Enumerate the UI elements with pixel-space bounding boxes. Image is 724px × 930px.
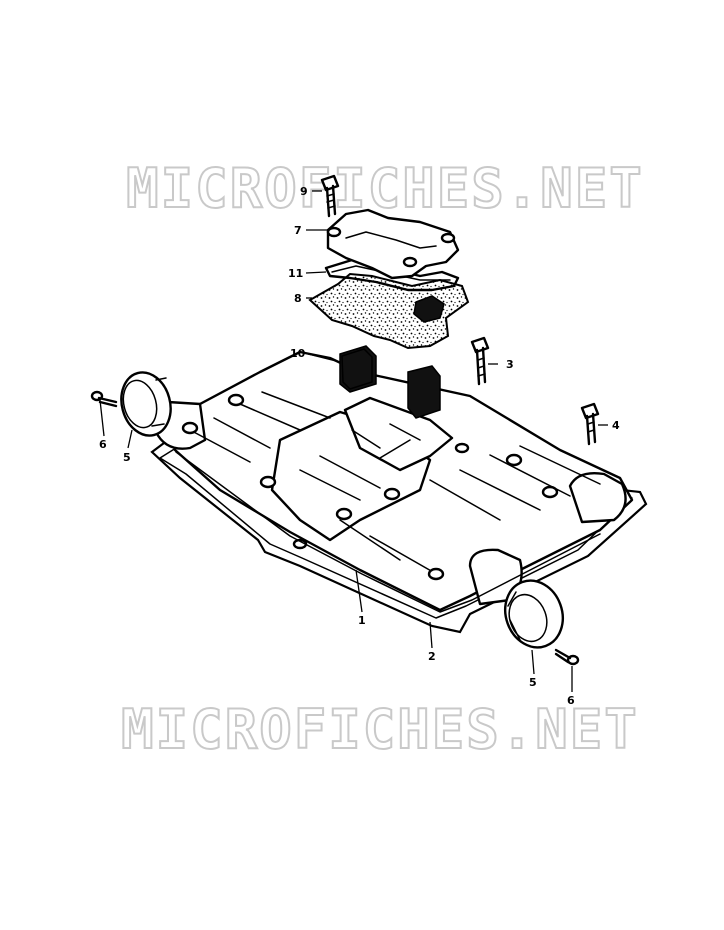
callout-labels: 9 7 11 8 10 3 4 6 5 1 2 5 6 xyxy=(99,185,620,707)
cylinder-head-cover xyxy=(153,350,634,613)
callout-9: 9 xyxy=(300,185,308,198)
breather-cover-plate xyxy=(326,208,460,280)
breather-gasket xyxy=(308,272,470,350)
callout-3: 3 xyxy=(506,358,514,371)
callout-6-left: 6 xyxy=(99,438,107,451)
callout-11: 11 xyxy=(288,267,303,280)
end-cap-left xyxy=(120,371,172,437)
callout-8: 8 xyxy=(294,292,302,305)
callout-10: 10 xyxy=(290,347,306,360)
callout-5-left: 5 xyxy=(123,451,131,464)
screw-left xyxy=(90,390,118,408)
bolt-part-4 xyxy=(580,402,600,446)
leader-lines xyxy=(99,190,608,692)
callout-1: 1 xyxy=(358,614,366,627)
callout-7: 7 xyxy=(294,224,302,237)
end-cap-right xyxy=(504,579,564,649)
callout-6-right: 6 xyxy=(567,694,575,707)
bolt-part-3 xyxy=(470,336,490,386)
screw-right xyxy=(554,648,580,666)
reed-valve-screen-left xyxy=(339,345,377,393)
watermark-top: MICROFICHES.NET xyxy=(126,157,644,220)
reed-valve-screen-right xyxy=(407,365,441,419)
bolt-part-9 xyxy=(320,174,340,218)
callout-2: 2 xyxy=(428,650,436,663)
callout-4: 4 xyxy=(612,419,620,432)
callout-5-right: 5 xyxy=(529,676,537,689)
watermark-bottom: MICROFICHES.NET xyxy=(121,698,639,761)
cover-bolt-bosses xyxy=(181,393,559,581)
